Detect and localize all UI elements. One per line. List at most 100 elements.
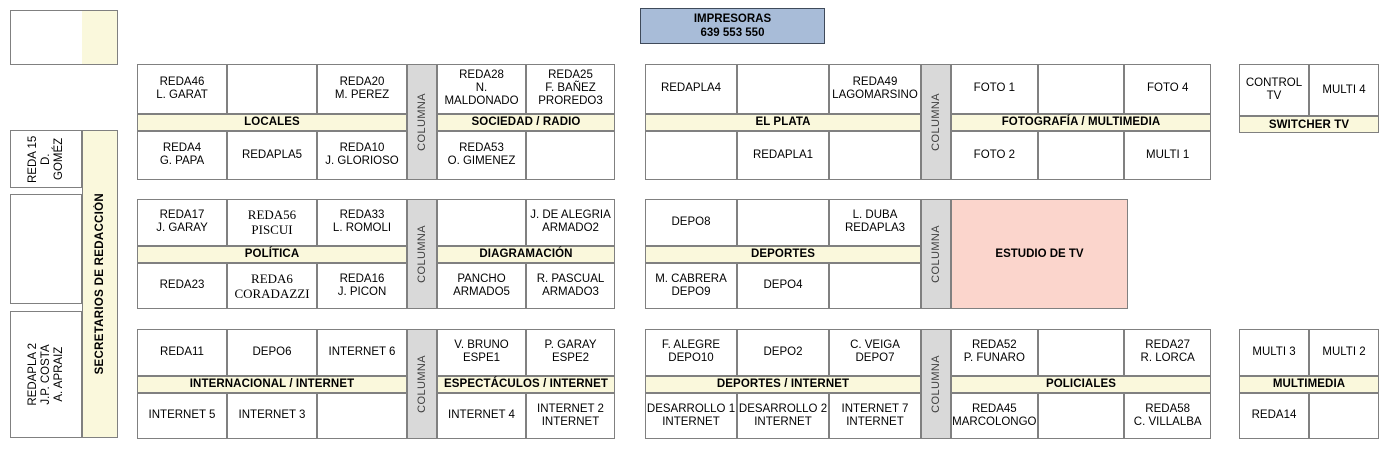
seat-cell[interactable]: V. BRUNO ESPE1 <box>437 329 526 376</box>
estudio-de-tv-label: ESTUDIO DE TV <box>995 248 1084 260</box>
group-policiales: REDA52 P. FUNARO REDA27 R. LORCA POLICIA… <box>951 329 1212 439</box>
group-multimedia-bottom-row: REDA14 <box>1239 392 1379 439</box>
seat-cell[interactable]: REDA11 <box>137 329 227 376</box>
seat-cell[interactable] <box>829 262 921 309</box>
seat-cell[interactable] <box>227 64 317 114</box>
seat-cell[interactable]: R. PASCUAL ARMADO3 <box>526 262 615 309</box>
seat-cell[interactable]: INTERNET 4 <box>437 392 526 439</box>
seat-cell[interactable]: REDA49 LAGOMARSINO <box>829 64 921 114</box>
group-politica-top-row: REDA17 J. GARAY REDA56 PISCUI REDA33 L. … <box>137 199 407 246</box>
seat-cell[interactable]: P. GARAY ESPE2 <box>526 329 615 376</box>
seat-cell[interactable] <box>1037 64 1125 114</box>
group-diagramacion-top-row: J. DE ALEGRIA ARMADO2 <box>437 199 615 246</box>
group-deportes-top-row: DEPO8 L. DUBA REDAPLA3 <box>645 199 921 246</box>
group-sociedad-radio: REDA28 N. MALDONADO REDA25 F. BAÑEZ PROR… <box>437 64 615 180</box>
group-sociedad-bottom-row: REDA53 O. GIMENEZ <box>437 130 615 180</box>
seat-cell[interactable]: INTERNET 6 <box>317 329 407 376</box>
seat-cell[interactable] <box>737 199 829 246</box>
seat-cell[interactable]: REDA23 <box>137 262 227 309</box>
seat-cell[interactable] <box>645 130 737 180</box>
seat-cell[interactable]: FOTO 2 <box>951 130 1038 180</box>
columna-r1-c1: COLUMNA <box>407 64 437 180</box>
seat-cell[interactable] <box>1037 130 1125 180</box>
sidebar-cell-2[interactable]: REDAPLA 2 J.P. COSTA A. APRAIZ <box>10 311 82 438</box>
columna-label: COLUMNA <box>930 225 942 283</box>
sidebar-cell-1[interactable] <box>10 194 82 304</box>
seat-cell[interactable]: C. VEIGA DEPO7 <box>829 329 921 376</box>
seat-cell[interactable]: REDA52 P. FUNARO <box>951 329 1038 376</box>
columna-r3-c2: COLUMNA <box>921 329 951 439</box>
seat-cell[interactable]: REDA10 J. GLORIOSO <box>317 130 407 180</box>
group-el-plata-bottom-row: REDAPLA1 <box>645 130 921 180</box>
seat-cell[interactable]: DESARROLLO 2 INTERNET <box>737 392 829 439</box>
seat-cell[interactable]: DEPO4 <box>737 262 829 309</box>
seat-cell[interactable]: M. CABRERA DEPO9 <box>645 262 737 309</box>
seat-cell[interactable]: DEPO8 <box>645 199 737 246</box>
group-multimedia: MULTI 3 MULTI 2 MULTIMEDIA REDA14 <box>1239 329 1379 439</box>
seat-cell[interactable]: REDA46 L. GARAT <box>137 64 227 114</box>
seat-cell[interactable]: REDA25 F. BAÑEZ PROREDO3 <box>526 64 615 114</box>
seat-cell[interactable]: DEPO6 <box>227 329 317 376</box>
seat-cell[interactable]: L. DUBA REDAPLA3 <box>829 199 921 246</box>
seat-cell[interactable]: REDA33 L. ROMOLI <box>317 199 407 246</box>
seat-cell[interactable]: MULTI 1 <box>1124 130 1212 180</box>
group-deportes-internet-bottom-row: DESARROLLO 1 INTERNET DESARROLLO 2 INTER… <box>645 392 921 439</box>
group-switcher-top-row: CONTROL TV MULTI 4 <box>1239 64 1379 116</box>
seat-cell[interactable]: REDA28 N. MALDONADO <box>437 64 526 114</box>
columna-label: COLUMNA <box>930 93 942 151</box>
seat-cell[interactable] <box>829 130 921 180</box>
columna-r3-c1: COLUMNA <box>407 329 437 439</box>
seat-cell[interactable]: REDA27 R. LORCA <box>1124 329 1212 376</box>
seat-cell[interactable]: REDA20 M. PEREZ <box>317 64 407 114</box>
group-diagramacion-label: DIAGRAMACIÓN <box>437 245 615 263</box>
columna-label: COLUMNA <box>930 355 942 413</box>
seat-cell[interactable]: CONTROL TV <box>1239 64 1309 116</box>
sidebar-cell-0-label: REDA 15 D. GOMÉZ <box>26 135 65 183</box>
seat-cell[interactable] <box>437 199 526 246</box>
columna-r1-c2: COLUMNA <box>921 64 951 180</box>
seat-cell[interactable]: REDA56 PISCUI <box>227 199 317 246</box>
seat-cell[interactable]: DESARROLLO 1 INTERNET <box>645 392 737 439</box>
seat-cell[interactable]: REDA17 J. GARAY <box>137 199 227 246</box>
seat-cell[interactable]: REDA45 MARCOLONGO <box>951 392 1038 439</box>
seat-cell[interactable]: DEPO2 <box>737 329 829 376</box>
printers-block[interactable]: IMPRESORAS 639 553 550 <box>640 8 825 44</box>
seat-cell[interactable]: INTERNET 5 <box>137 392 227 439</box>
seat-cell[interactable]: MULTI 2 <box>1309 329 1379 376</box>
seat-cell[interactable]: FOTO 4 <box>1124 64 1212 114</box>
seat-cell[interactable]: REDA58 C. VILLALBA <box>1124 392 1212 439</box>
seat-cell[interactable]: INTERNET 7 INTERNET <box>829 392 921 439</box>
seat-cell[interactable] <box>737 64 829 114</box>
seat-cell[interactable]: J. DE ALEGRIA ARMADO2 <box>526 199 615 246</box>
seat-cell[interactable]: INTERNET 2 INTERNET <box>526 392 615 439</box>
sidebar-cell-0[interactable]: REDA 15 D. GOMÉZ <box>10 130 82 188</box>
seat-cell[interactable]: REDAPLA1 <box>737 130 829 180</box>
seat-cell[interactable] <box>526 130 615 180</box>
top-left-yellow-strip <box>82 11 117 64</box>
seat-cell[interactable]: INTERNET 3 <box>227 392 317 439</box>
group-espectaculos-bottom-row: INTERNET 4 INTERNET 2 INTERNET <box>437 392 615 439</box>
seat-cell[interactable]: F. ALEGRE DEPO10 <box>645 329 737 376</box>
estudio-de-tv-block[interactable]: ESTUDIO DE TV <box>951 199 1128 309</box>
seat-cell[interactable]: REDAPLA4 <box>645 64 737 114</box>
group-switcher-label: SWITCHER TV <box>1239 116 1379 133</box>
seat-cell[interactable]: REDA14 <box>1239 392 1309 439</box>
seat-cell[interactable]: FOTO 1 <box>951 64 1038 114</box>
group-locales: REDA46 L. GARAT REDA20 M. PEREZ LOCALES … <box>137 64 407 180</box>
seat-cell[interactable]: PANCHO ARMADO5 <box>437 262 526 309</box>
seat-cell[interactable]: REDA4 G. PAPA <box>137 130 227 180</box>
group-politica-bottom-row: REDA23 REDA6 CORADAZZI REDA16 J. PICON <box>137 262 407 309</box>
group-deportes: DEPO8 L. DUBA REDAPLA3 DEPORTES M. CABRE… <box>645 199 921 309</box>
group-el-plata-label: EL PLATA <box>645 113 921 131</box>
seat-cell[interactable]: REDA16 J. PICON <box>317 262 407 309</box>
seat-cell[interactable]: REDAPLA5 <box>227 130 317 180</box>
seat-cell[interactable] <box>1309 392 1379 439</box>
seat-cell[interactable] <box>1037 329 1125 376</box>
seat-cell[interactable]: MULTI 3 <box>1239 329 1309 376</box>
seat-cell[interactable]: REDA53 O. GIMENEZ <box>437 130 526 180</box>
seat-cell[interactable] <box>317 392 407 439</box>
seat-cell[interactable]: REDA6 CORADAZZI <box>227 262 317 309</box>
seat-cell[interactable]: MULTI 4 <box>1309 64 1379 116</box>
seat-cell[interactable] <box>1037 392 1125 439</box>
group-fotografia-top-row: FOTO 1 FOTO 4 <box>951 64 1212 114</box>
